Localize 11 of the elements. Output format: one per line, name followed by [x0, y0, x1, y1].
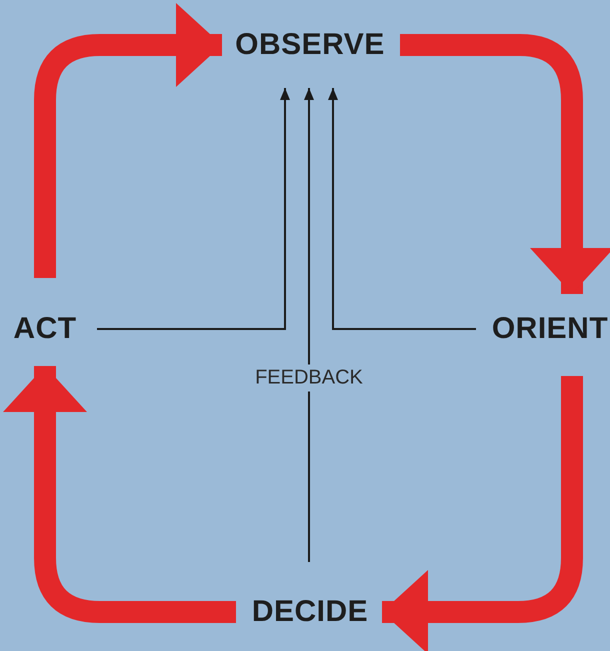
arrow — [3, 366, 236, 623]
stage-label: DECIDE — [252, 595, 368, 629]
arrow — [97, 88, 290, 330]
arrow — [328, 88, 476, 330]
stage-label: ACT — [13, 312, 77, 346]
arrow — [304, 88, 314, 562]
arrow — [34, 3, 222, 278]
arrow — [400, 34, 610, 294]
stage-label: OBSERVE — [235, 28, 385, 62]
stage-label: ORIENT — [492, 312, 608, 346]
arrow — [382, 376, 583, 651]
